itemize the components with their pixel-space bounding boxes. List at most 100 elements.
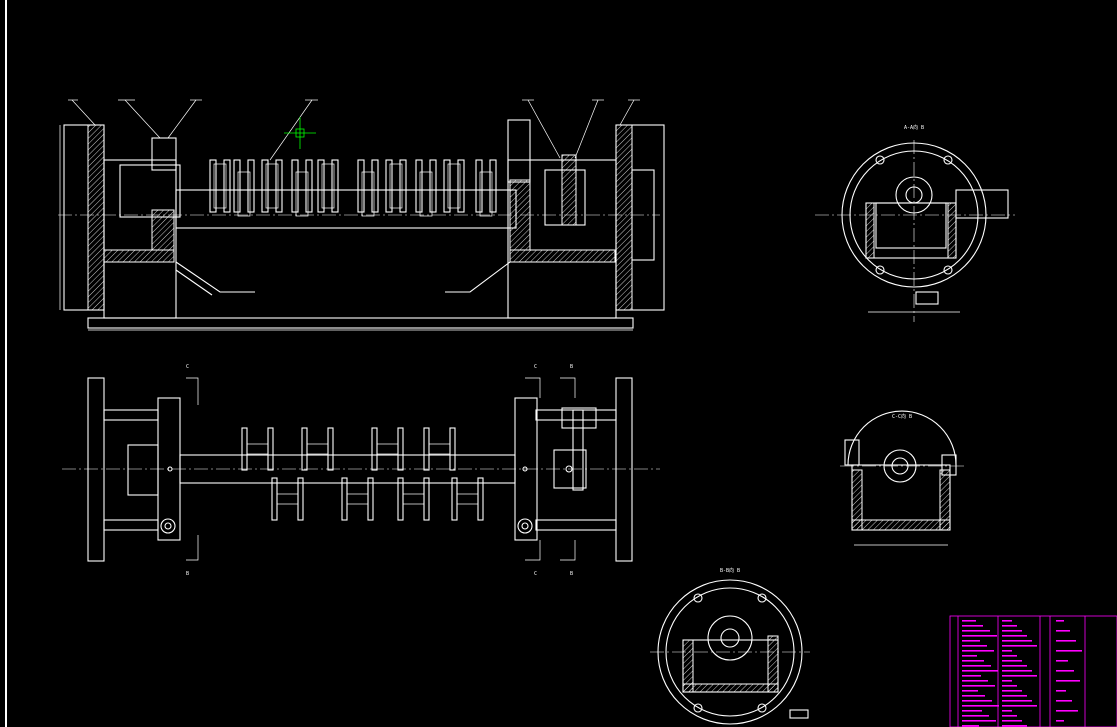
drawing-line	[321, 163, 335, 209]
drawing-line	[223, 159, 231, 213]
drawing-line	[451, 477, 458, 521]
drawing-line	[962, 720, 996, 722]
drawing-line	[962, 650, 994, 652]
drawing-line	[237, 171, 251, 217]
drawing-line	[962, 690, 978, 692]
drawing-line	[1002, 685, 1017, 687]
drawing-line	[415, 159, 423, 213]
drawing-line	[246, 443, 269, 455]
drawing-line	[346, 493, 369, 505]
section-label-a: A-A向 B	[904, 124, 924, 131]
drawing-line	[306, 443, 329, 455]
drawing-line	[428, 443, 451, 455]
cut-mark-label: B	[570, 364, 573, 370]
drawing-line	[456, 493, 479, 505]
drawing-line	[962, 705, 999, 707]
drawing-line	[1002, 695, 1027, 697]
drawing-line	[209, 159, 217, 213]
drawing-line	[962, 625, 983, 627]
cad-cursor	[284, 117, 316, 149]
drawing-line	[475, 159, 483, 213]
drawing-line	[1002, 660, 1022, 662]
drawing-line	[241, 427, 248, 471]
drawing-line	[1056, 660, 1068, 662]
drawing-line	[447, 163, 461, 209]
drawing-line	[443, 159, 451, 213]
front-view	[58, 99, 665, 331]
drawing-line	[477, 477, 484, 521]
drawing-line	[457, 159, 465, 213]
drawing-line	[371, 427, 378, 471]
drawing-line	[357, 159, 365, 213]
drawing-line	[1056, 620, 1064, 622]
drawing-line	[962, 645, 987, 647]
drawing-line	[962, 640, 980, 642]
drawing-line	[295, 171, 309, 217]
drawing-line	[449, 427, 456, 471]
drawing-line	[1056, 630, 1070, 632]
drawing-line	[1002, 655, 1017, 657]
drawing-line	[1002, 680, 1012, 682]
drawing-line	[962, 655, 977, 657]
drawing-line	[423, 477, 430, 521]
drawing-line	[1056, 690, 1066, 692]
drawing-line	[297, 477, 304, 521]
drawing-line	[962, 670, 998, 672]
drawing-line	[1002, 725, 1027, 727]
drawing-line	[962, 665, 991, 667]
drawing-line	[1056, 680, 1080, 682]
drawing-line	[489, 159, 497, 213]
drawing-line	[962, 660, 984, 662]
drawing-line	[1002, 640, 1032, 642]
cut-mark-label: C	[534, 571, 537, 577]
drawing-line	[267, 427, 274, 471]
drawing-line	[327, 427, 334, 471]
drawing-line	[1002, 715, 1017, 717]
drawing-line	[265, 163, 279, 209]
section-view-b: B-B向 B	[650, 567, 810, 725]
drawing-line	[376, 443, 399, 455]
drawing-line	[1056, 700, 1072, 702]
drawing-line	[213, 163, 227, 209]
drawing-line	[962, 715, 989, 717]
drawing-line	[1056, 720, 1064, 722]
drawing-line	[399, 159, 407, 213]
drawing-line	[291, 159, 299, 213]
drawing-line	[247, 159, 255, 213]
drawing-line	[419, 171, 433, 217]
drawing-line	[402, 493, 425, 505]
drawing-line	[1002, 620, 1012, 622]
drawing-line	[331, 159, 339, 213]
drawing-line	[429, 159, 437, 213]
cut-mark-label: B	[186, 571, 189, 577]
drawing-line	[423, 427, 430, 471]
drawing-line	[1002, 650, 1012, 652]
drawing-line	[397, 427, 404, 471]
drawing-line	[233, 159, 241, 213]
drawing-line	[1056, 670, 1074, 672]
drawing-line	[276, 493, 299, 505]
drawing-line	[962, 620, 976, 622]
drawing-line	[1002, 625, 1017, 627]
section-view-a: A-A向 B	[815, 124, 1015, 322]
section-view-c: C-C向 B	[840, 410, 965, 546]
drawing-line	[962, 685, 995, 687]
drawing-line	[301, 427, 308, 471]
drawing-line	[1002, 700, 1032, 702]
drawing-line	[1056, 640, 1076, 642]
drawing-line	[1002, 710, 1012, 712]
drawing-line	[962, 630, 990, 632]
drawing-line	[367, 477, 374, 521]
drawing-line	[317, 159, 325, 213]
drawing-line	[361, 171, 375, 217]
drawing-line	[1002, 630, 1022, 632]
drawing-line	[479, 171, 493, 217]
drawing-line	[305, 159, 313, 213]
drawing-line	[385, 159, 393, 213]
drawing-line	[1002, 665, 1027, 667]
drawing-line	[341, 477, 348, 521]
drawing-line	[962, 725, 979, 727]
drawing-line	[962, 635, 997, 637]
drawing-line	[1002, 705, 1037, 707]
